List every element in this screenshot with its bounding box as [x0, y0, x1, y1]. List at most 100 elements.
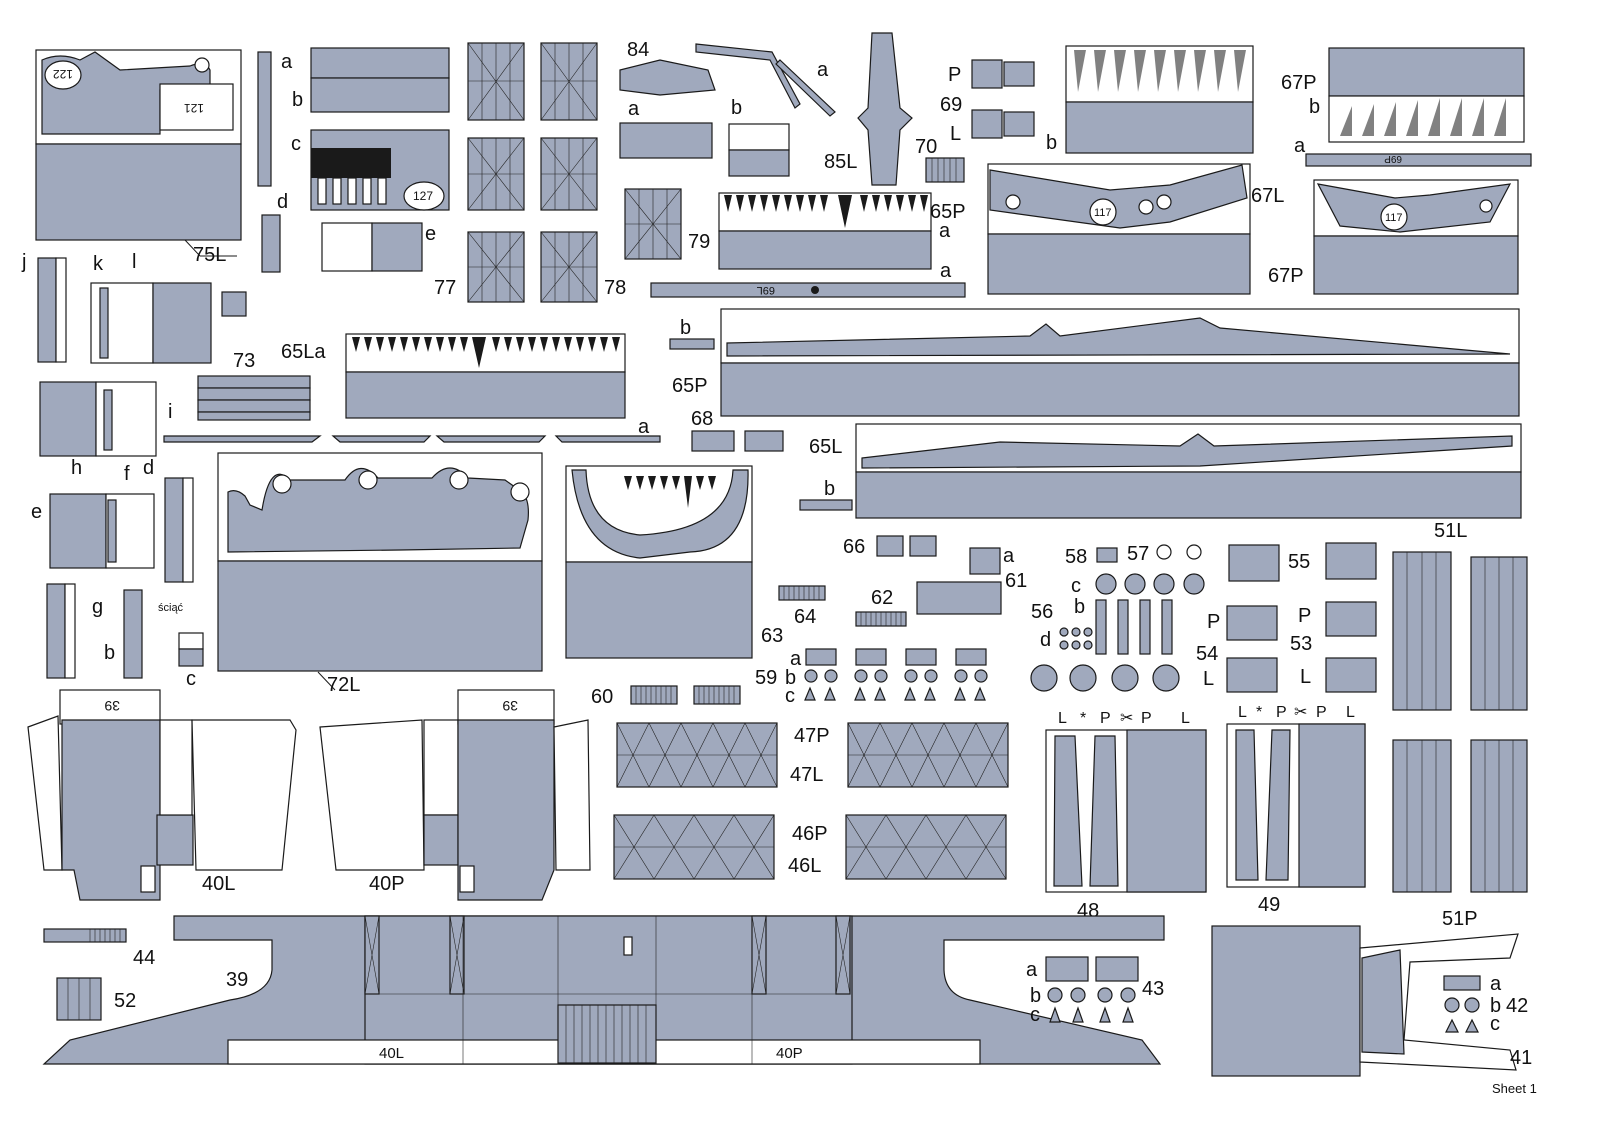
part-42: a b 42 c	[1443, 973, 1528, 1035]
label-67P-b2: b	[1309, 96, 1320, 118]
sheet-label: Sheet 1	[1492, 1081, 1537, 1096]
part-75L: 122 121 75L	[35, 49, 242, 266]
label-48-star: *	[1080, 710, 1086, 727]
label-e-left: e	[31, 501, 42, 523]
label-67L: 67L	[1251, 185, 1284, 207]
label-117-b: 117	[1385, 212, 1403, 224]
part-65La: 65La a	[163, 333, 661, 443]
part-41: 41	[1211, 925, 1532, 1077]
label-77: 77	[434, 277, 456, 299]
label-58: 58	[1065, 546, 1087, 568]
label-84: 84	[627, 39, 649, 61]
part-48: L * P ✂ P L 48	[1045, 710, 1207, 922]
label-51L: 51L	[1434, 520, 1467, 542]
label-49-star: *	[1256, 704, 1262, 721]
label-c: c	[291, 133, 301, 155]
label-47P: 47P	[794, 725, 830, 747]
label-42a: a	[1490, 973, 1502, 995]
label-54P: P	[1207, 611, 1220, 633]
label-67P-a: 67P	[1281, 72, 1317, 94]
label-65La: 65La	[281, 341, 326, 363]
label-j: j	[21, 251, 26, 273]
part-72L: 72L	[217, 452, 543, 696]
label-69L-strip: 69L	[757, 284, 775, 296]
label-53: 53	[1290, 633, 1312, 655]
part-44-52: 44 52	[43, 928, 155, 1021]
label-43: 43	[1142, 978, 1164, 1000]
label-48-P1: P	[1100, 710, 1111, 727]
label-56b: b	[1074, 596, 1085, 618]
label-b-left: b	[104, 642, 115, 664]
label-65L-b: b	[824, 478, 835, 500]
part-group-left: j k l 74 73 i h e f d g b ściąć c	[21, 251, 311, 690]
label-75L: 75L	[193, 244, 226, 266]
label-65La-a: a	[638, 416, 650, 438]
label-g: g	[92, 596, 103, 618]
label-i: i	[168, 401, 172, 423]
part-39: 39 40L 40P	[42, 915, 1165, 1065]
label-47L: 47L	[790, 764, 823, 786]
label-base-40L: 40L	[379, 1045, 404, 1062]
part-46-47: 47P 47L 46P 46L	[613, 722, 1009, 880]
label-69: 69	[940, 94, 962, 116]
label-52: 52	[114, 990, 136, 1012]
label-68: 68	[691, 408, 713, 430]
label-53L: L	[1300, 666, 1311, 688]
label-c-left: c	[186, 668, 196, 690]
label-61: 61	[1005, 570, 1027, 592]
label-k: k	[93, 253, 104, 275]
label-43c: c	[1030, 1004, 1040, 1026]
label-l: l	[132, 251, 136, 273]
label-b: b	[292, 89, 303, 111]
part-grids-77-78: 77 78 79	[434, 42, 710, 303]
label-60: 60	[591, 686, 613, 708]
label-base-40P: 40P	[776, 1045, 803, 1062]
label-40L: 40L	[202, 873, 235, 895]
oval-127	[403, 181, 445, 211]
label-59a: a	[790, 648, 802, 670]
label-d-left: d	[143, 457, 154, 479]
label-42c: c	[1490, 1013, 1500, 1035]
label-67P-a2: a	[1294, 135, 1306, 157]
label-a-69L: a	[940, 260, 952, 282]
label-121: 121	[184, 101, 204, 115]
part-u-frame	[565, 465, 753, 659]
label-49-scissors: ✂	[1294, 704, 1307, 721]
label-43a: a	[1026, 959, 1038, 981]
label-43b: b	[1030, 985, 1041, 1007]
label-h: h	[71, 457, 82, 479]
label-39: 39	[226, 969, 248, 991]
label-49-L2: L	[1346, 704, 1355, 721]
label-69P-strip: 69P	[1384, 153, 1402, 164]
label-41: 41	[1510, 1047, 1532, 1069]
label-sciac: ściąć	[158, 602, 184, 614]
part-group-wheels: 58 57 c 56 b d a	[1030, 543, 1205, 692]
part-69-70: P 69 L 70	[915, 59, 1035, 183]
label-55: 55	[1288, 551, 1310, 573]
label-69P: P	[948, 64, 961, 86]
label-78: 78	[604, 277, 626, 299]
label-84a2: a	[817, 59, 829, 81]
label-44: 44	[133, 947, 155, 969]
part-84: 84 a b a	[619, 39, 836, 177]
label-85L: 85L	[824, 151, 857, 173]
part-65P-top: 65P a 69L a	[650, 192, 966, 298]
label-49-P1: P	[1276, 704, 1287, 721]
label-59: 59	[755, 667, 777, 689]
label-69L: L	[950, 123, 961, 145]
part-group-abcde-top: a b 127 c d e	[257, 47, 450, 273]
label-f: f	[124, 463, 130, 485]
label-46L: 46L	[788, 855, 821, 877]
part-65L-long: 68 65L b	[691, 408, 1522, 519]
label-67P-b3: 67P	[1268, 265, 1304, 287]
label-72L: 72L	[327, 674, 360, 696]
label-59c: c	[785, 685, 795, 707]
comb-teeth	[317, 177, 387, 205]
label-59b: b	[785, 667, 796, 689]
part-49: L * P ✂ P L 49	[1226, 704, 1366, 916]
part-group-mid: 66 a 61 62 64 63 a 59 b c 60	[591, 535, 1027, 708]
label-56: 56	[1031, 601, 1053, 623]
label-57: 57	[1127, 543, 1149, 565]
label-64: 64	[794, 606, 816, 628]
label-a: a	[281, 51, 293, 73]
